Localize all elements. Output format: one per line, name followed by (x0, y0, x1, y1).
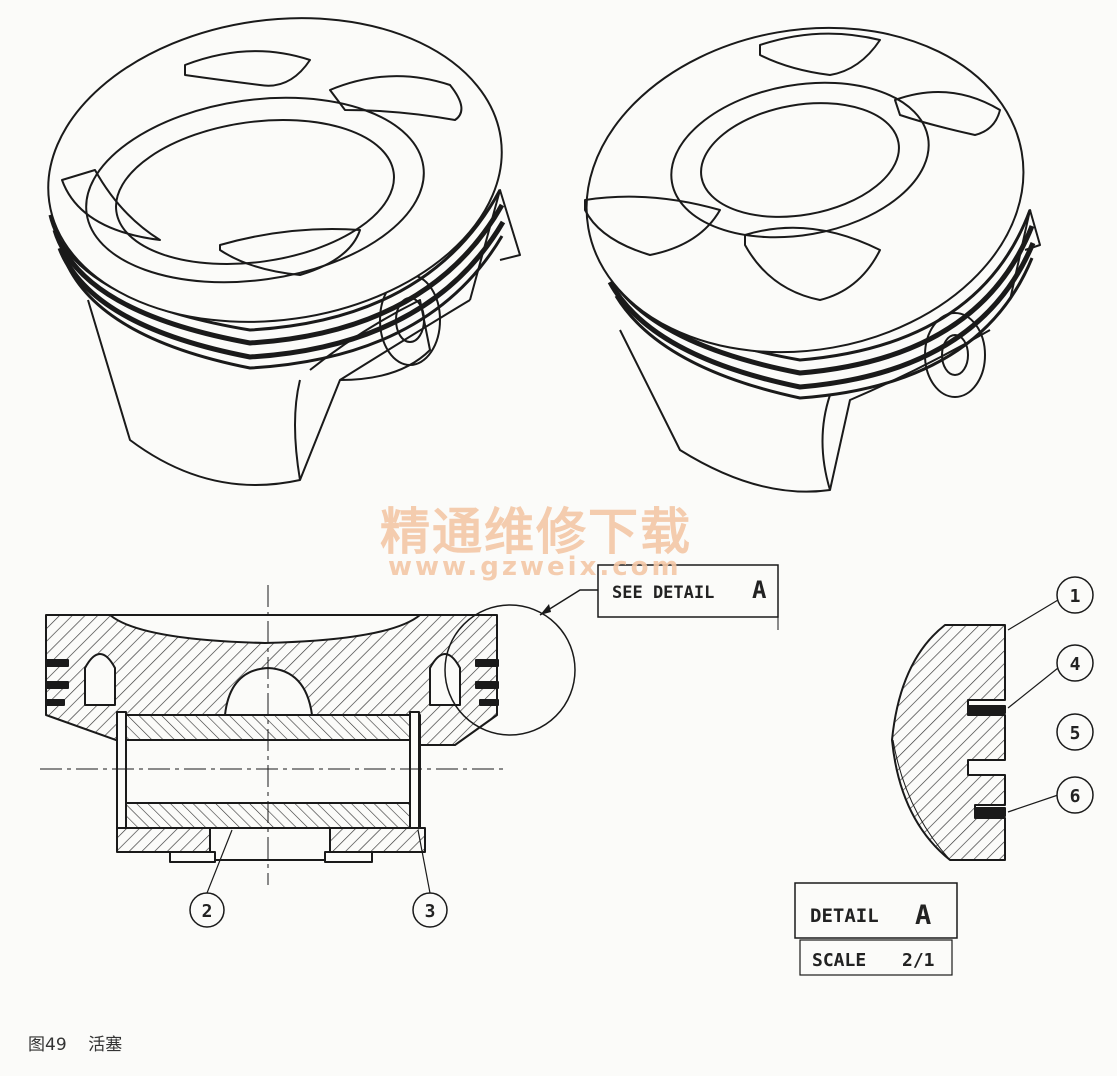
detail-a-section (891, 624, 1006, 861)
scale-label: SCALE 2/1 (799, 939, 953, 976)
callout-6-number: 6 (1070, 786, 1081, 807)
see-detail-text: SEE DETAIL (612, 583, 714, 603)
callout-2-number: 2 (202, 901, 213, 922)
watermark-url: www.gzweix.com (388, 552, 682, 582)
callout-2: 2 (189, 892, 225, 928)
scale-text: SCALE (812, 950, 866, 971)
scale-value: 2/1 (902, 950, 935, 971)
callout-4: 4 (1056, 644, 1094, 682)
piston-right-view (584, 26, 1041, 493)
callout-leaders-section (206, 829, 431, 894)
callout-5-number: 5 (1070, 723, 1081, 744)
watermark-chinese: 精通维修下载 (380, 502, 692, 561)
see-detail-letter: A (752, 576, 767, 604)
figure-title: 活塞 (88, 1035, 123, 1055)
piston-left-view (47, 17, 521, 486)
callout-3-number: 3 (425, 901, 436, 922)
detail-title: DETAIL (810, 905, 879, 927)
callout-4-number: 4 (1070, 654, 1081, 675)
callout-1-number: 1 (1070, 586, 1081, 607)
detail-a-label: DETAIL A (794, 882, 958, 939)
callout-5: 5 (1056, 713, 1094, 751)
callout-3: 3 (412, 892, 448, 928)
figure-caption: 图49 活塞 (28, 1030, 122, 1055)
callout-6: 6 (1056, 776, 1094, 814)
figure-number: 图49 (28, 1035, 67, 1055)
detail-letter: A (915, 900, 931, 931)
piston-cross-section (40, 585, 598, 885)
callout-leaders-detail (1007, 599, 1059, 813)
callout-1: 1 (1056, 576, 1094, 614)
see-detail-callout: SEE DETAIL A (597, 564, 779, 630)
